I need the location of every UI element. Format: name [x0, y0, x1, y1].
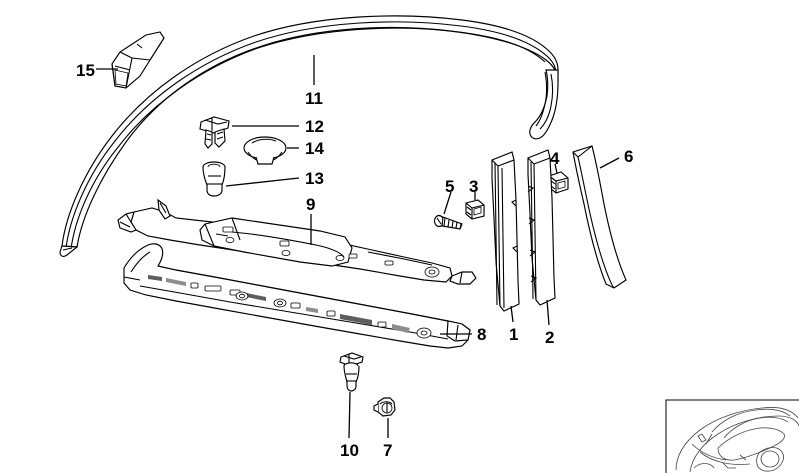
part-12-retaining-clip: [199, 116, 230, 149]
part-number-5: 5: [445, 177, 455, 196]
leader-lines: [96, 55, 620, 439]
part-number-7: 7: [383, 441, 393, 460]
part-6-b-pillar-trim-outer: [572, 145, 627, 289]
part-11-roof-drip-moulding: [59, 15, 559, 257]
part-number-3: 3: [469, 177, 479, 196]
part-5-screw: [433, 214, 463, 230]
part-number-6: 6: [624, 147, 634, 166]
part-number-2: 2: [545, 328, 555, 347]
part-number-10: 10: [340, 441, 359, 460]
part-13-expanding-rivet: [202, 161, 226, 197]
part-4-spring-nut-clip: [548, 171, 569, 194]
part-3-spring-nut-clip: [465, 199, 485, 220]
part-number-9: 9: [306, 195, 316, 214]
vehicle-orientation-thumbnail: [665, 399, 799, 473]
part-8-cowl-lower-panel: [123, 243, 471, 349]
part-15-end-cap: [111, 31, 165, 89]
part-number-12: 12: [305, 117, 324, 136]
part-1-b-pillar-cover-front: [491, 151, 520, 312]
part-number-13: 13: [305, 169, 324, 188]
part-2-b-pillar-cover-rear: [527, 149, 556, 306]
part-number-14: 14: [305, 139, 324, 158]
part-14-cover-cap: [243, 136, 287, 165]
part-number-8: 8: [477, 325, 487, 344]
part-number-1: 1: [509, 325, 519, 344]
part-number-11: 11: [305, 89, 323, 108]
part-10-push-pin-clip: [339, 352, 364, 392]
part-7-grommet: [373, 397, 396, 417]
part-number-4: 4: [550, 149, 560, 168]
part-9-cowl-upper-panel: [117, 198, 477, 285]
part-number-15: 15: [76, 61, 95, 80]
